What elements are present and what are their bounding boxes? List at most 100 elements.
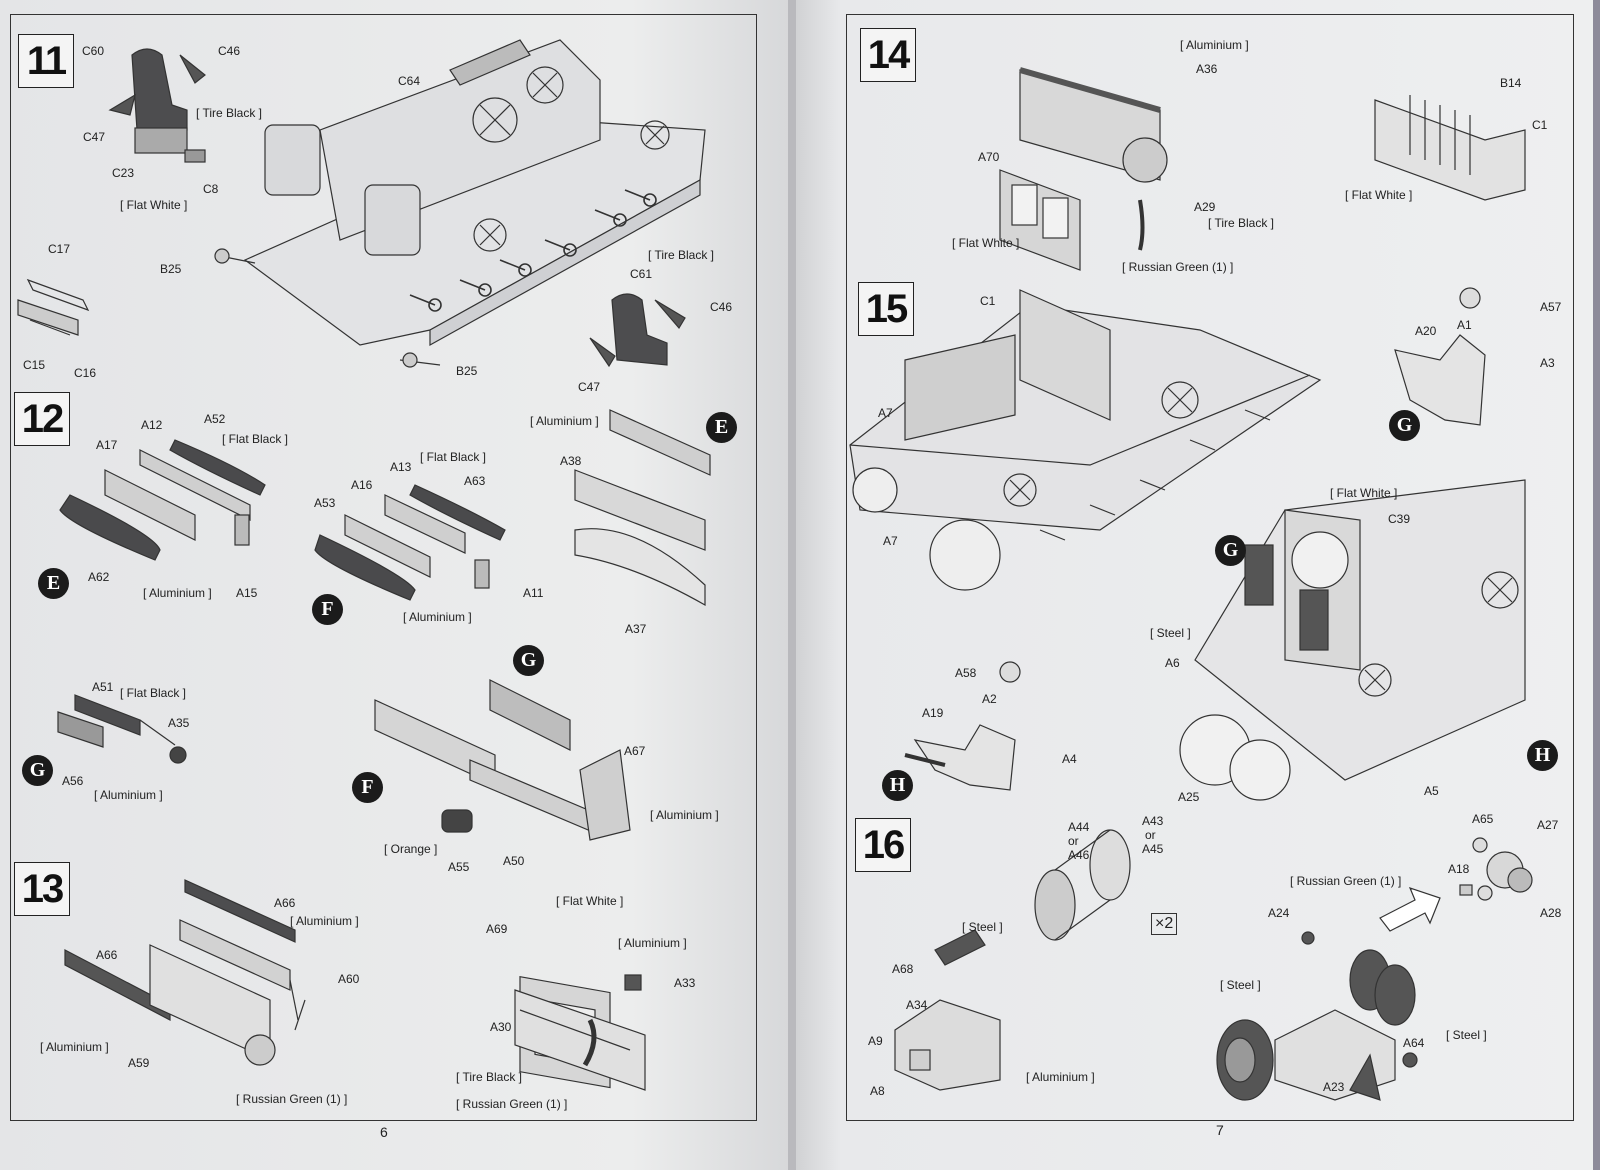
part-label-a67: A67	[624, 744, 646, 758]
part-label-a3: A3	[1540, 356, 1555, 370]
marker-f: F	[352, 772, 383, 803]
paint-callout: [ Tire Black ]	[1208, 216, 1275, 230]
paint-callout: [ Russian Green (1) ]	[456, 1097, 568, 1111]
part-label-a52: A52	[204, 412, 226, 426]
part-label-c23: C23	[112, 166, 135, 180]
part-label-c1: C1	[1532, 118, 1548, 132]
paint-callout: [ Steel ]	[1220, 978, 1261, 992]
part-label-c46: C46	[218, 44, 241, 58]
part-label-a37: A37	[625, 622, 647, 636]
part-label-a2: A2	[982, 692, 997, 706]
part-label-a11: A11	[523, 586, 544, 600]
marker-g: G	[1389, 410, 1420, 441]
quantity-badge: ×2	[1151, 913, 1178, 935]
part-label-b25: B25	[160, 262, 182, 276]
step-number-12: 12	[14, 392, 70, 446]
marker-g: G	[22, 755, 53, 786]
paint-callout: [ Flat White ]	[1330, 486, 1398, 500]
gearbox-drawing-h	[904, 661, 1021, 791]
part-label-a60: A60	[338, 972, 360, 986]
part-label-c15: C15	[23, 358, 46, 372]
paint-callout: [ Aluminium ]	[1026, 1070, 1095, 1084]
part-label-c60: C60	[82, 44, 105, 58]
part-label-a8: A8	[870, 1084, 885, 1098]
paint-callout: [ Russian Green (1) ]	[1122, 260, 1234, 274]
marker-h: H	[882, 770, 913, 801]
part-label-a7: A7	[883, 534, 898, 548]
paint-callout: [ Aluminium ]	[1180, 38, 1249, 52]
wheel-hub-drawing	[1034, 829, 1131, 941]
part-label-a46: A46	[1068, 848, 1090, 862]
part-label-a56: A56	[62, 774, 84, 788]
part-label-a69: A69	[486, 922, 508, 936]
step-number-16: 16	[855, 818, 911, 872]
paint-callout: [ Tire Black ]	[456, 1070, 523, 1084]
paint-callout: [ Flat White ]	[1345, 188, 1413, 202]
part-label-a65: A65	[1472, 812, 1494, 826]
part-label-a29: A29	[1194, 200, 1216, 214]
part-label-a55: A55	[448, 860, 470, 874]
final-drive-drawing	[1216, 837, 1533, 1101]
bracket-drawing	[17, 278, 90, 336]
page-number-left: 6	[380, 1124, 388, 1140]
part-label-c8: C8	[203, 182, 219, 196]
part-label-a19: A19	[922, 706, 944, 720]
part-label-a58: A58	[955, 666, 977, 680]
step-number-13: 13	[14, 862, 70, 916]
part-label-c17: C17	[48, 242, 71, 256]
marker-e: E	[706, 412, 737, 443]
part-label-a50: A50	[503, 854, 525, 868]
radiator-drawing	[574, 409, 711, 607]
part-label-a43: A43	[1142, 814, 1164, 828]
marker-g: G	[513, 645, 544, 676]
paint-callout: [ Flat Black ]	[222, 432, 289, 446]
manifold-drawing-g	[57, 694, 187, 764]
hull-frame-drawing	[214, 39, 706, 368]
page-number-right: 7	[1216, 1122, 1224, 1138]
part-label-c39: C39	[1388, 512, 1411, 526]
part-label-a59: A59	[128, 1056, 150, 1070]
part-label-a16: A16	[351, 478, 373, 492]
part-label-a20: A20	[1415, 324, 1437, 338]
paint-callout: [ Steel ]	[1150, 626, 1191, 640]
part-label-a4: A4	[1062, 752, 1077, 766]
seat-drawing-2	[589, 293, 686, 368]
part-label-a62: A62	[88, 570, 110, 584]
paint-callout: [ Aluminium ]	[530, 414, 599, 428]
paint-callout: [ Orange ]	[384, 842, 438, 856]
part-label-or: or	[1068, 834, 1079, 848]
step-number-15: 15	[858, 282, 914, 336]
exhaust-drawing-2	[314, 484, 506, 601]
hull-drawing-15b	[1179, 479, 1526, 801]
step-number-14: 14	[860, 28, 916, 82]
paint-callout: [ Flat White ]	[556, 894, 624, 908]
paint-callout: [ Russian Green (1) ]	[1290, 874, 1402, 888]
part-label-a30: A30	[490, 1020, 512, 1034]
paint-callout: [ Tire Black ]	[196, 106, 263, 120]
step-number-11: 11	[18, 34, 74, 88]
transmission-drawing	[894, 929, 1001, 1091]
seat-drawing-1	[108, 48, 206, 163]
part-label-a66: A66	[274, 896, 296, 910]
paint-callout: [ Steel ]	[962, 920, 1003, 934]
marker-e: E	[38, 568, 69, 599]
part-label-c47: C47	[83, 130, 106, 144]
part-label-a35: A35	[168, 716, 190, 730]
paint-callout: [ Flat White ]	[120, 198, 188, 212]
part-label-a18: A18	[1448, 862, 1470, 876]
engine-assembly-drawing	[374, 679, 631, 841]
part-label-a25: A25	[1178, 790, 1200, 804]
part-label-a23: A23	[1323, 1080, 1345, 1094]
part-label-a70: A70	[978, 150, 1000, 164]
paint-callout: [ Tire Black ]	[648, 248, 715, 262]
part-label-a17: A17	[96, 438, 118, 452]
part-label-c1: C1	[980, 294, 996, 308]
part-label-a33: A33	[674, 976, 696, 990]
hull-drawing-15	[849, 289, 1322, 591]
part-label-a45: A45	[1142, 842, 1164, 856]
paint-callout: [ Aluminium ]	[618, 936, 687, 950]
paint-callout: [ Aluminium ]	[143, 586, 212, 600]
marker-h: H	[1527, 740, 1558, 771]
part-label-a57: A57	[1540, 300, 1562, 314]
